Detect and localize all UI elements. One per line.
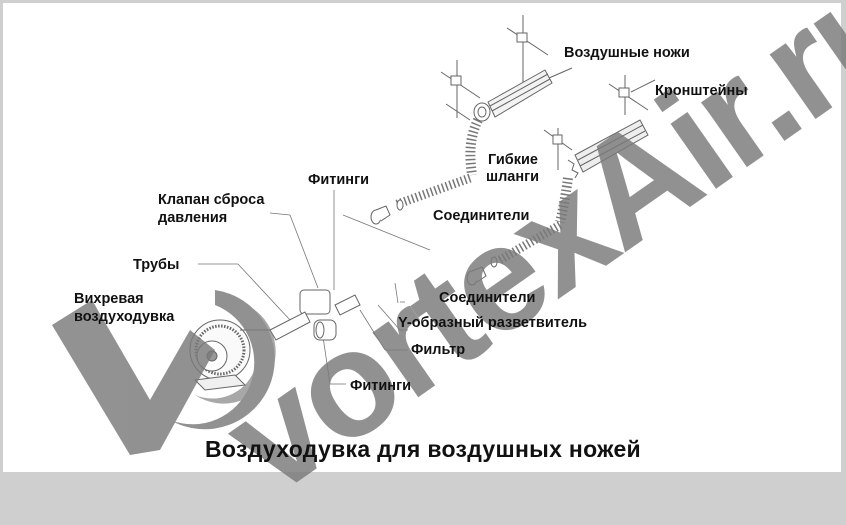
label-flex-hoses-1: Гибкие (488, 152, 538, 168)
label-relief-valve-1: Клапан сброса (158, 192, 265, 208)
label-vortex-blower-2: воздуходувка (74, 309, 175, 325)
bracket-icon (440, 15, 656, 170)
filter-assembly (269, 289, 361, 341)
label-flex-hoses-2: шланги (486, 169, 540, 185)
label-fittings-lower: Фитинги (350, 378, 412, 394)
flexible-hose (393, 117, 573, 264)
air-knife-upper (473, 67, 573, 122)
label-y-splitter: Y-образный разветвитель (398, 315, 588, 331)
label-relief-valve-2: давления (158, 210, 228, 226)
label-air-knives: Воздушные ножи (564, 45, 690, 61)
label-connectors-lower: Соединители (439, 290, 536, 306)
label-brackets: Кронштейны (655, 83, 748, 99)
label-vortex-blower-1: Вихревая (74, 291, 144, 307)
air-knife-lower (567, 119, 649, 179)
diagram-illustration (189, 15, 656, 391)
line-art (189, 15, 656, 391)
label-fittings-upper: Фитинги (308, 172, 370, 188)
label-pipes: Трубы (133, 257, 180, 273)
connector-icon (370, 199, 498, 286)
vortex-blower-icon (189, 319, 270, 391)
diagram-title: Воздуходувка для воздушных ножей (205, 436, 641, 462)
label-connectors-upper: Соединители (433, 208, 530, 224)
label-filter: Фильтр (411, 342, 466, 358)
